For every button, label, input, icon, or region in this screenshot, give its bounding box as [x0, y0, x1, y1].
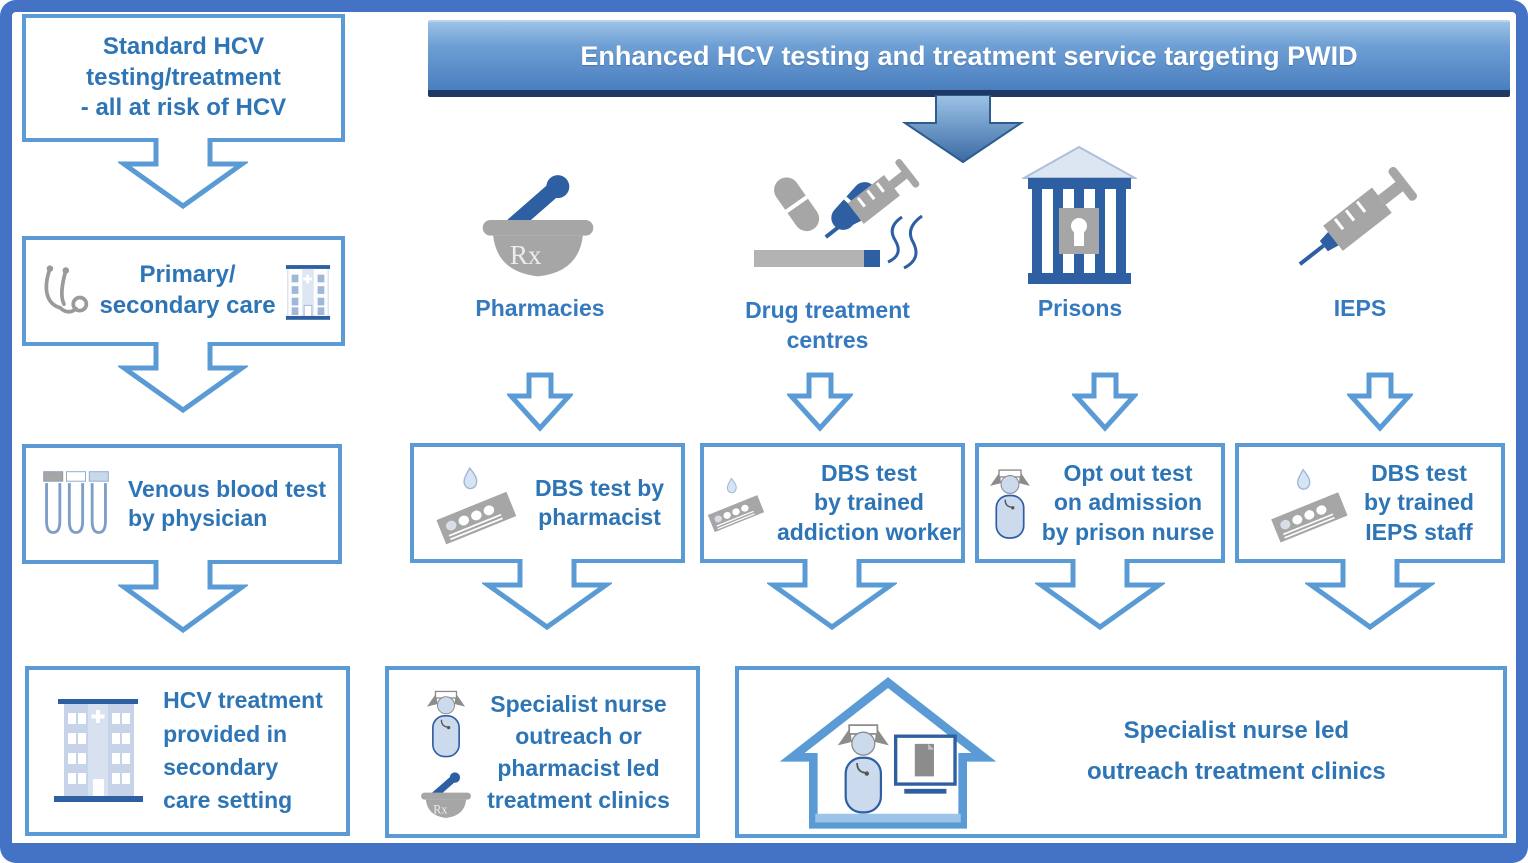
down-arrow-connector: [1035, 559, 1165, 631]
standard-hcv-text: Standard HCV testing/treatment - all at …: [81, 32, 286, 124]
opt-out-test-box: Opt out test on admission by prison nurs…: [975, 443, 1225, 563]
outcome-line: Specialist nurse: [490, 690, 667, 717]
hospital-building-icon: [54, 699, 144, 802]
outcome-line: pharmacist led: [497, 755, 660, 781]
outcome-line: outreach treatment clinics: [1087, 758, 1386, 785]
primary-secondary-care-text: Primary/ secondary care: [99, 260, 275, 321]
hcv-treatment-box: HCV treatment provided in secondary care…: [25, 666, 350, 836]
dbs-test-addiction-worker-box: DBS test by trained addiction worker: [700, 443, 965, 563]
care-line: Primary/: [139, 261, 236, 289]
drugs-syringe-icon: [754, 158, 923, 270]
dbs-card-icon: [707, 477, 765, 533]
label-line: centres: [786, 326, 869, 353]
small-down-arrow: [507, 372, 573, 432]
nurse-icon: [427, 690, 466, 758]
dbs-card-icon: [1271, 468, 1348, 543]
stethoscope-icon: [45, 265, 89, 314]
label-line: Prisons: [1037, 295, 1123, 321]
treatment-line: HCV treatment: [163, 687, 323, 714]
small-down-arrow: [1072, 372, 1138, 432]
down-arrow-connector: [118, 138, 248, 210]
dbs-test-ieps-text: DBS test by trained IEPS staff: [1364, 459, 1474, 547]
column-label-pharmacies: Pharmacies: [430, 294, 650, 324]
specialist-nurse-led-clinics-box: Specialist nurse led outreach treatment …: [735, 666, 1507, 838]
test-line: by prison nurse: [1041, 518, 1215, 545]
venous-blood-test-text: Venous blood test by physician: [128, 475, 326, 534]
test-line: by trained: [814, 489, 924, 516]
outcome-line: Specialist nurse led: [1123, 717, 1350, 745]
specialist-nurse-outreach-box: Rx Specialist nurse outreach or pharmaci…: [385, 666, 700, 838]
nurse-icon: [837, 724, 889, 814]
down-arrow-connector: [118, 342, 248, 414]
prison-icon: [1022, 146, 1137, 284]
hcv-treatment-text: HCV treatment provided in secondary care…: [163, 684, 323, 817]
dbs-test-pharmacist-box: DBS test by pharmacist: [410, 443, 685, 563]
test-line: DBS test: [821, 459, 917, 486]
dbs-card-icon: [436, 466, 517, 545]
hospital-icon: [285, 265, 330, 320]
venous-line: Venous blood test: [127, 475, 327, 502]
venous-blood-test-box: Venous blood test by physician: [22, 444, 342, 564]
label-line: IEPS: [1333, 295, 1387, 321]
svg-text:Rx: Rx: [433, 802, 447, 816]
column-label-drug-treatment-centres: Drug treatment centres: [705, 296, 950, 356]
venous-line: by physician: [127, 505, 268, 531]
dbs-test-addiction-worker-text: DBS test by trained addiction worker: [777, 459, 961, 547]
test-line: IEPS staff: [1365, 518, 1473, 545]
enhanced-service-banner: Enhanced HCV testing and treatment servi…: [428, 20, 1510, 97]
column-label-prisons: Prisons: [1000, 294, 1160, 324]
test-line: pharmacist: [538, 504, 661, 530]
label-line: Pharmacies: [475, 295, 605, 321]
standard-hcv-line: Standard HCV: [102, 32, 265, 60]
opt-out-test-text: Opt out test on admission by prison nurs…: [1042, 459, 1215, 547]
down-arrow-connector: [1305, 559, 1435, 631]
primary-secondary-care-box: Primary/ secondary care: [22, 236, 345, 346]
treatment-line: secondary: [163, 754, 279, 780]
test-line: DBS test by: [534, 474, 665, 501]
test-line: on admission: [1053, 489, 1203, 516]
standard-hcv-box: Standard HCV testing/treatment - all at …: [22, 14, 345, 142]
standard-hcv-line: testing/treatment: [86, 63, 281, 91]
test-line: Opt out test: [1063, 459, 1193, 486]
standard-hcv-line: - all at risk of HCV: [80, 94, 287, 122]
down-arrow-connector: [767, 559, 897, 631]
dbs-test-ieps-box: DBS test by trained IEPS staff: [1235, 443, 1505, 563]
svg-text:Rx: Rx: [510, 240, 542, 270]
label-line: Drug treatment: [745, 297, 910, 323]
treatment-line: provided in: [163, 720, 288, 747]
outcome-left-icons: Rx: [415, 679, 477, 825]
monitor-icon: [893, 734, 957, 794]
house-icon: [779, 677, 997, 829]
outcome-line: outreach or: [515, 722, 642, 749]
test-line: DBS test: [1371, 459, 1467, 486]
test-line: addiction worker: [776, 518, 961, 545]
column-label-ieps: IEPS: [1280, 294, 1440, 324]
treatment-line: care setting: [163, 787, 293, 814]
down-arrow-connector: [118, 560, 248, 634]
banner-title: Enhanced HCV testing and treatment servi…: [580, 40, 1358, 71]
mortar-pestle-icon: Rx: [421, 772, 471, 818]
specialist-nurse-led-clinics-text: Specialist nurse led outreach treatment …: [1087, 711, 1386, 793]
small-down-arrow: [787, 372, 853, 432]
care-line: secondary care: [99, 292, 276, 319]
banner-down-arrow: [901, 95, 1025, 164]
mortar-pestle-icon: Rx: [482, 175, 594, 277]
down-arrow-connector: [482, 559, 612, 631]
nurse-icon: [989, 469, 1030, 539]
outcome-line: treatment clinics: [487, 787, 670, 814]
dbs-test-pharmacist-text: DBS test by pharmacist: [535, 474, 664, 533]
small-down-arrow: [1347, 372, 1413, 432]
specialist-nurse-outreach-text: Specialist nurse outreach or pharmacist …: [487, 688, 670, 817]
test-line: by trained: [1364, 489, 1474, 516]
test-tubes-icon: [43, 471, 109, 534]
syringe-icon: [1298, 166, 1417, 266]
